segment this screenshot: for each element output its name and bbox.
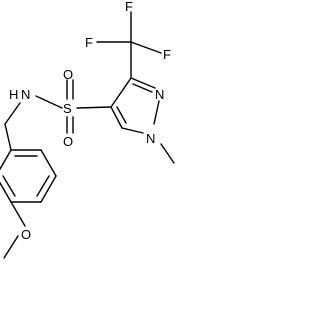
atom-n-ring-upper: N [155, 87, 164, 102]
bonds [0, 11, 175, 259]
bond-c3-n2-double [132, 83, 153, 93]
chemical-structure: F F F S O O N H N N O [0, 0, 175, 259]
atom-labels: F F F S O O N H N N O [9, 0, 171, 242]
bond-n1-methyl [160, 143, 175, 164]
bond-n2-n1 [153, 100, 160, 125]
bond-c4-c3 [110, 77, 132, 108]
atom-h-amide: H [9, 87, 18, 102]
bond-s-n [35, 95, 63, 109]
bond-c3-n2 [130, 77, 156, 89]
bond-cf-right [130, 41, 162, 54]
atom-o-upper: O [63, 67, 73, 82]
bond-c4-s [76, 106, 112, 109]
bond-ar-6-1 [0, 149, 12, 171]
bond-ar-3-4-inner [36, 175, 50, 197]
atom-n-amide: N [21, 87, 30, 102]
bond-ar-2-3 [40, 149, 57, 177]
bond-ar-3-4 [40, 175, 57, 203]
bond-c5-c4-double [116, 106, 127, 124]
bond-ar-5-6 [0, 181, 12, 203]
atom-s: S [63, 101, 72, 116]
bond-n1-c5 [121, 127, 144, 134]
atom-f-top: F [125, 0, 133, 14]
bond-ar-o [10, 201, 26, 227]
bond-n-ch2 [4, 102, 21, 125]
atom-o-methoxy: O [21, 227, 31, 242]
bond-c5-c4 [110, 106, 123, 129]
atom-n-ring-lower: N [146, 131, 155, 146]
atom-f-left: F [85, 35, 93, 50]
atom-o-lower: O [63, 134, 73, 149]
bond-o-methyl [3, 235, 19, 259]
bond-ch2-aryl [4, 123, 12, 151]
atom-f-right: F [163, 47, 171, 62]
bond-ar-5-6-inner [2, 175, 16, 197]
